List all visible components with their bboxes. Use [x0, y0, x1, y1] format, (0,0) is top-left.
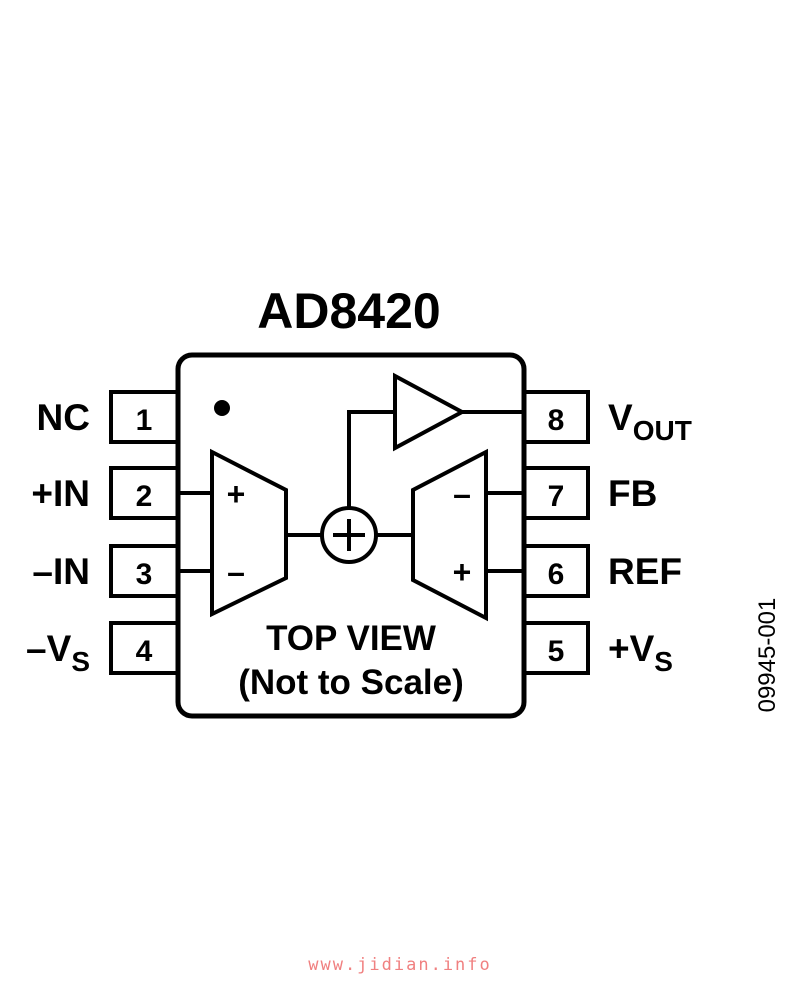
pin-name: FB — [608, 473, 657, 514]
pin-6: 6 REF — [522, 544, 682, 598]
pin-name-subscript: S — [654, 646, 673, 677]
pin-name: –IN — [32, 551, 90, 592]
watermark: www.jidian.info — [308, 955, 492, 975]
pin-name-main: V — [608, 397, 633, 438]
pin-number: 7 — [548, 480, 565, 513]
pin-3: 3 –IN — [32, 544, 180, 598]
amp-minus-sign: – — [227, 554, 245, 590]
pin-name: NC — [37, 397, 90, 438]
pin-name: +VS — [608, 628, 673, 677]
pin-7: 7 FB — [522, 466, 657, 520]
pin-number: 3 — [136, 558, 153, 591]
pin-name-subscript: OUT — [633, 415, 692, 446]
pin-4: 4 –VS — [26, 621, 180, 677]
view-label-line1: TOP VIEW — [266, 619, 436, 658]
amp-plus-sign: + — [227, 476, 246, 512]
amp-plus-sign: + — [453, 554, 472, 590]
pin-1: 1 NC — [37, 390, 180, 444]
output-buffer-triangle — [393, 372, 467, 452]
wire-sum-to-buffer — [347, 410, 395, 508]
pin-number: 5 — [548, 635, 565, 668]
pin-8: 8 VOUT — [522, 390, 692, 446]
input-amplifier: + – — [210, 448, 288, 618]
feedback-amplifier: – + — [411, 448, 488, 622]
summing-junction-icon — [320, 506, 378, 564]
pin-name: –VS — [26, 628, 90, 677]
pin-number: 6 — [548, 558, 565, 591]
pin-name-main: +V — [608, 628, 655, 669]
pin-number: 2 — [136, 480, 153, 513]
amp-minus-sign: – — [453, 476, 471, 512]
view-label-line2: (Not to Scale) — [238, 663, 464, 702]
package-body — [175, 352, 527, 719]
pin-2: 2 +IN — [31, 466, 180, 520]
pin-number: 1 — [136, 404, 153, 437]
figure-id: 09945-001 — [754, 598, 781, 713]
pin-name: REF — [608, 551, 682, 592]
pin-name-subscript: S — [71, 646, 90, 677]
pin-name-main: –V — [26, 628, 72, 669]
pin1-indicator-dot — [214, 400, 230, 416]
pin-name: VOUT — [608, 397, 692, 446]
chip-title: AD8420 — [257, 283, 440, 339]
pin-number: 4 — [136, 635, 153, 668]
pin-name: +IN — [31, 473, 90, 514]
pin-5: 5 +VS — [522, 621, 673, 677]
pin-number: 8 — [548, 404, 565, 437]
